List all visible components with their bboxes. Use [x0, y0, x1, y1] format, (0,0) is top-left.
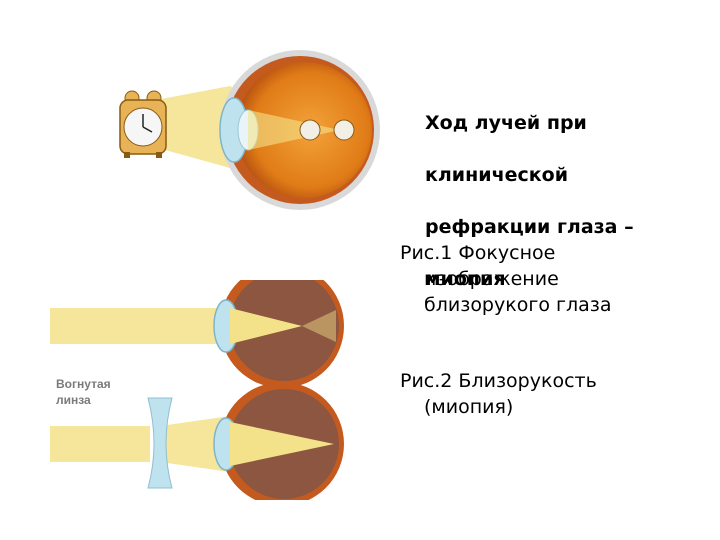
caption-figure-1: Рис.1 Фокусное изображение близорукого г… [400, 240, 700, 318]
light-beam-top [50, 308, 230, 344]
title-line: миопия [425, 268, 506, 290]
light-beam-diverging [160, 416, 230, 472]
eye-cross-section-icon [213, 382, 344, 500]
title-line: клинической [425, 164, 569, 186]
light-beam-bottom [50, 426, 150, 462]
title-line: рефракции глаза – [425, 216, 634, 238]
lens-label-line: Вогнутая [56, 377, 111, 391]
eye-cross-section-icon [213, 280, 344, 388]
caption-line: Рис.1 Фокусное [400, 242, 556, 264]
slide-title: Ход лучей при клинической рефракции глаз… [425, 84, 675, 318]
figure-eye-with-clock [119, 50, 380, 210]
title-line: Ход лучей при [425, 112, 587, 134]
concave-lens-icon [147, 397, 173, 489]
caption-line: близорукого глаза [424, 294, 612, 316]
caption-figure-2: Рис.2 Близорукость (миопия) [400, 368, 700, 420]
figure-myopia-eyes [50, 280, 344, 500]
lens-label: Вогнутая линза [56, 376, 111, 408]
lens-label-line: линза [56, 393, 91, 407]
caption-line: (миопия) [424, 396, 514, 418]
eye-cross-section-icon [219, 50, 380, 210]
caption-line: Рис.2 Близорукость [400, 370, 597, 392]
caption-line: изображение [424, 268, 559, 290]
alarm-clock-icon [119, 90, 167, 158]
